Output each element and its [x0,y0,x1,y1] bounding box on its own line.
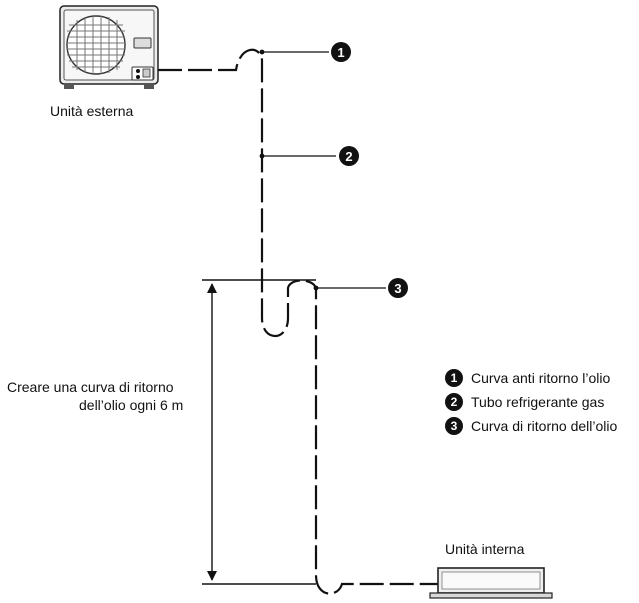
callout-badge-2: 2 [339,146,359,166]
legend-number-1: 1 [445,369,463,387]
legend-label-3: Curva di ritorno dell’olio [471,418,618,434]
height-dimension [202,279,316,585]
oil-return-instruction-line-2: dell’olio ogni 6 m [79,397,184,413]
callout-badge-1: 1 [331,42,351,62]
legend-item-2: 2 Tubo refrigerante gas [445,393,604,411]
gas-refrigerant-pipe [158,48,438,595]
legend-item-3: 3 Curva di ritorno dell’olio [445,417,617,435]
outdoor-unit-illustration [59,5,159,89]
oil-return-instruction-line-1: Creare una curva di ritorno [7,379,174,395]
legend-number-3: 3 [445,417,463,435]
callout-lines [262,51,386,289]
callout-badge-3: 3 [388,278,408,298]
outdoor-unit-label: Unità esterna [50,103,134,119]
indoor-unit-illustration [429,567,553,599]
indoor-unit-label: Unità interna [445,541,525,557]
legend-number-2: 2 [445,393,463,411]
legend-label-2: Tubo refrigerante gas [471,394,605,410]
legend-item-1: 1 Curva anti ritorno l’olio [445,369,610,387]
legend-label-1: Curva anti ritorno l’olio [471,370,611,386]
